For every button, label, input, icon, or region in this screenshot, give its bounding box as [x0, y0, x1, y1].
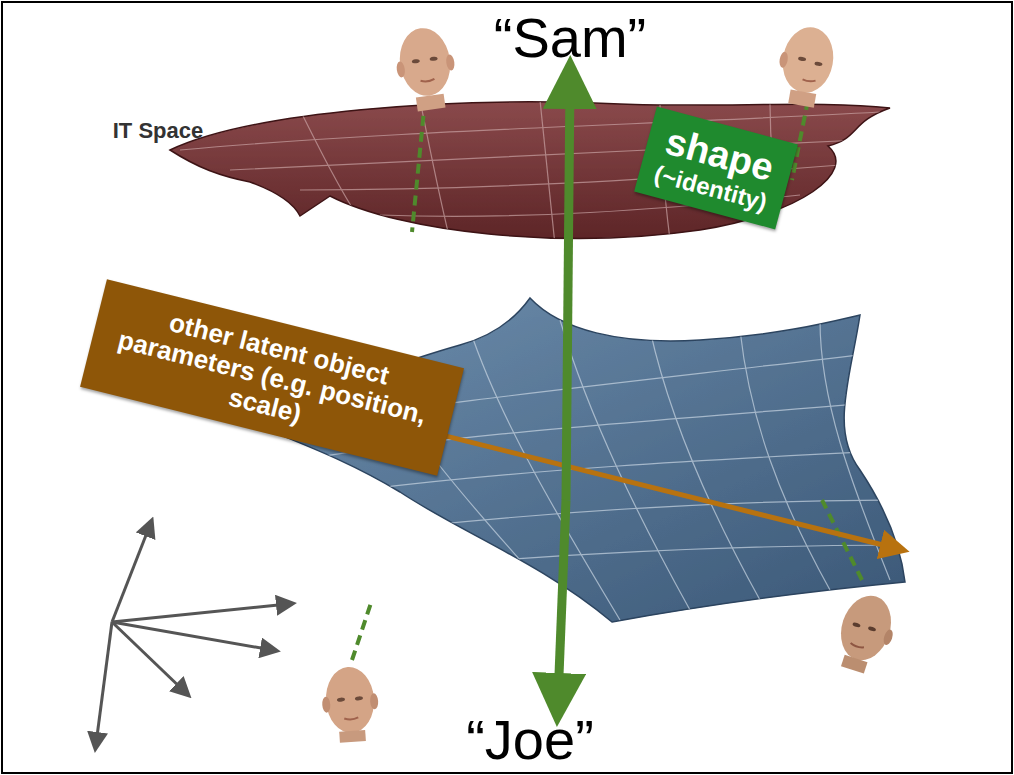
- identity-label: “Sam”: [494, 10, 646, 66]
- space-title: IT Space: [113, 120, 203, 142]
- identity-label: “Joe”: [466, 712, 594, 768]
